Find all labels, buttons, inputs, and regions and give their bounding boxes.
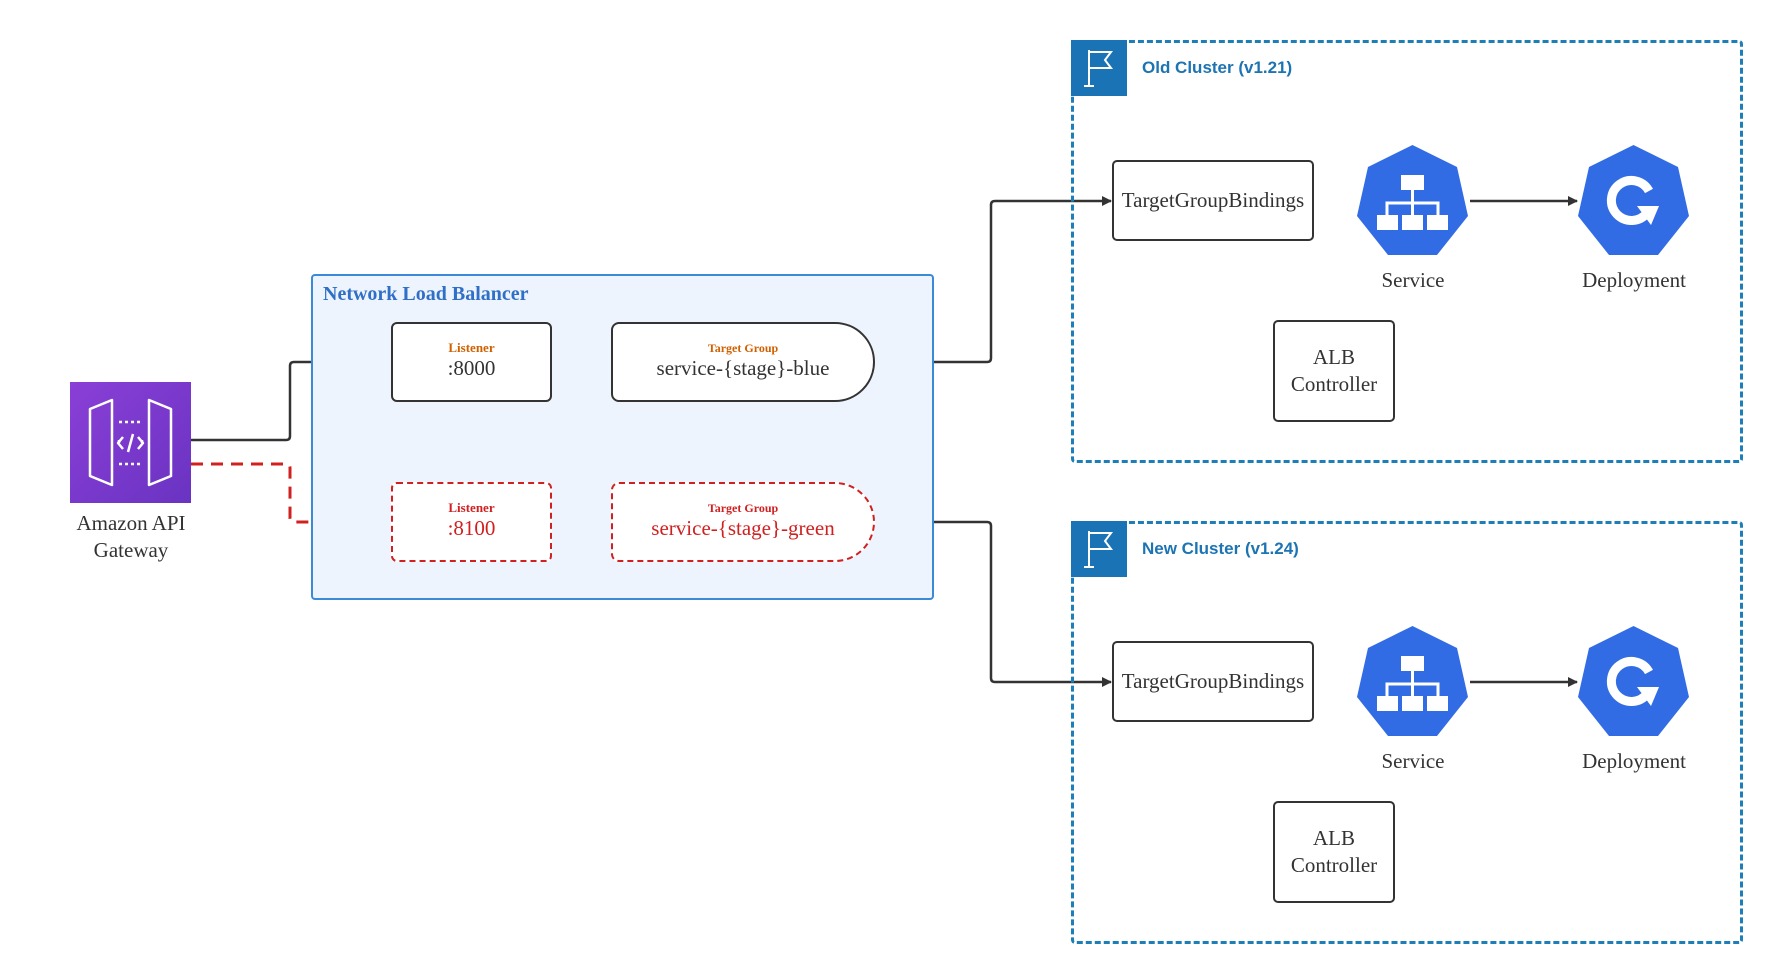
target-group-green: Target Group service-{stage}-green <box>611 482 875 562</box>
new-service-label: Service <box>1381 749 1445 773</box>
alb-line2: Controller <box>1290 853 1378 877</box>
alb-line2: Controller <box>1290 372 1378 396</box>
new-cluster <box>1071 521 1743 944</box>
nlb-title: Network Load Balancer <box>323 283 529 305</box>
flag-icon <box>1071 40 1127 96</box>
old-target-group-bindings: TargetGroupBindings <box>1112 160 1314 241</box>
new-alb-controller: ALB Controller <box>1273 801 1395 903</box>
api-gateway-label-line2: Gateway <box>93 538 169 562</box>
api-gateway-label-line1: Amazon API <box>76 511 186 535</box>
listener-port: :8000 <box>447 356 496 380</box>
listener-caption: Listener <box>448 340 495 355</box>
service-icon <box>1354 143 1471 260</box>
alb-line1: ALB <box>1313 826 1355 850</box>
old-cluster-title: Old Cluster (v1.21) <box>1142 58 1293 77</box>
target-group-name: service-{stage}-blue <box>656 356 830 380</box>
listener-8100: Listener :8100 <box>391 482 552 562</box>
api-gateway-label: Amazon API Gateway <box>52 510 210 564</box>
alb-line1: ALB <box>1313 345 1355 369</box>
new-target-group-bindings: TargetGroupBindings <box>1112 641 1314 722</box>
listener-port: :8100 <box>447 516 496 540</box>
target-group-caption: Target Group <box>707 501 779 515</box>
old-deployment-label: Deployment <box>1582 268 1686 292</box>
old-cluster <box>1071 40 1743 463</box>
service-icon <box>1354 624 1471 741</box>
deployment-icon <box>1575 143 1692 260</box>
listener-caption: Listener <box>448 500 495 515</box>
listener-8000: Listener :8000 <box>391 322 552 402</box>
target-group-caption: Target Group <box>707 341 779 355</box>
new-deployment-label: Deployment <box>1582 749 1686 773</box>
old-alb-controller: ALB Controller <box>1273 320 1395 422</box>
old-service-label: Service <box>1381 268 1445 292</box>
flag-icon <box>1071 521 1127 577</box>
deployment-icon <box>1575 624 1692 741</box>
target-group-name: service-{stage}-green <box>651 516 835 540</box>
target-group-blue: Target Group service-{stage}-blue <box>611 322 875 402</box>
new-cluster-title: New Cluster (v1.24) <box>1142 539 1299 558</box>
api-gateway-icon <box>70 382 191 503</box>
